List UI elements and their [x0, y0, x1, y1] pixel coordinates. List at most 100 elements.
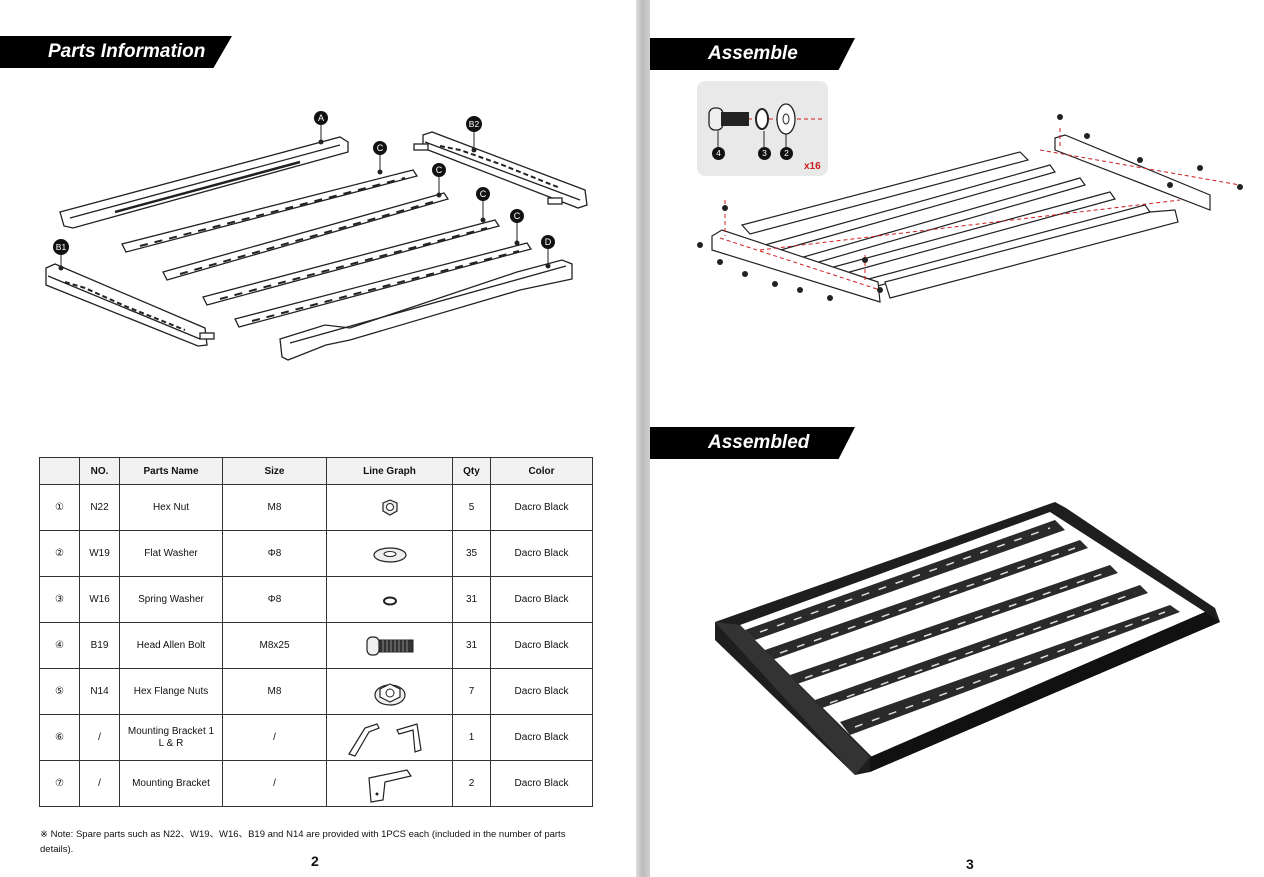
row-index: ②	[39, 530, 80, 577]
header-color: Color	[490, 457, 593, 485]
row-name: Mounting Bracket	[119, 760, 223, 807]
row-graph	[326, 622, 453, 669]
row-qty: 2	[452, 760, 491, 807]
label-c: C	[373, 141, 387, 155]
header-line-graph: Line Graph	[326, 457, 453, 485]
row-color: Dacro Black	[490, 622, 593, 669]
row-name: Hex Nut	[119, 484, 223, 531]
row-no: W16	[79, 576, 120, 623]
part-a-side-rail	[59, 136, 349, 229]
table-row: ④ B19 Head Allen Bolt M8x25 31 Dacro Bla…	[39, 622, 593, 669]
flat-washer-icon	[373, 546, 407, 563]
book-gutter	[636, 0, 650, 877]
label-a: A	[314, 111, 328, 125]
exploded-parts-diagram	[45, 124, 588, 361]
row-qty: 7	[452, 668, 491, 715]
hardware-qty: x16	[804, 161, 821, 172]
table-row: ⑤ N14 Hex Flange Nuts M8 7 Dacro Black	[39, 668, 593, 715]
hex-nut-icon	[382, 498, 398, 516]
row-size: M8	[222, 484, 327, 531]
hardware-label-4: 4	[712, 147, 725, 160]
header-size: Size	[222, 457, 327, 485]
hardware-stack-icon	[708, 103, 823, 147]
row-color: Dacro Black	[490, 530, 593, 577]
hardware-stack-box: 4 3 2 x16	[697, 81, 828, 176]
row-graph	[326, 760, 453, 807]
header-index	[39, 457, 80, 485]
label-c: C	[476, 187, 490, 201]
row-color: Dacro Black	[490, 714, 593, 761]
table-row: ③ W16 Spring Washer Φ8 31 Dacro Black	[39, 576, 593, 623]
row-name: Spring Washer	[119, 576, 223, 623]
row-graph	[326, 576, 453, 623]
row-graph	[326, 714, 453, 761]
part-d-front-bar	[279, 259, 573, 361]
row-index: ⑥	[39, 714, 80, 761]
header-parts-name: Parts Name	[119, 457, 223, 485]
row-no: B19	[79, 622, 120, 669]
row-size: /	[222, 714, 327, 761]
row-index: ③	[39, 576, 80, 623]
hardware-label-3: 3	[758, 147, 771, 160]
row-qty: 31	[452, 622, 491, 669]
assembled-banner: Assembled	[650, 427, 855, 459]
parts-information-banner: Parts Information	[0, 36, 232, 68]
hardware-label-2: 2	[780, 147, 793, 160]
table-row: ② W19 Flat Washer Φ8 35 Dacro Black	[39, 530, 593, 577]
row-color: Dacro Black	[490, 576, 593, 623]
assemble-title: Assemble	[708, 43, 798, 64]
label-b1: B1	[53, 239, 69, 255]
row-no: /	[79, 714, 120, 761]
row-size: /	[222, 760, 327, 807]
bracket-icon	[368, 768, 412, 803]
row-qty: 31	[452, 576, 491, 623]
row-no: N14	[79, 668, 120, 715]
label-c: C	[510, 209, 524, 223]
flange-nut-icon	[374, 682, 406, 706]
row-color: Dacro Black	[490, 668, 593, 715]
table-header-row: NO. Parts Name Size Line Graph Qty Color	[39, 457, 593, 485]
row-size: M8	[222, 668, 327, 715]
row-size: Φ8	[222, 530, 327, 577]
header-no: NO.	[79, 457, 120, 485]
page-number-left: 2	[311, 853, 319, 869]
row-size: M8x25	[222, 622, 327, 669]
page-number-right: 3	[966, 856, 974, 872]
row-name: Head Allen Bolt	[119, 622, 223, 669]
row-qty: 1	[452, 714, 491, 761]
row-qty: 35	[452, 530, 491, 577]
row-qty: 5	[452, 484, 491, 531]
label-b2: B2	[466, 116, 482, 132]
part-c-crossbars	[121, 169, 533, 328]
row-graph	[326, 668, 453, 715]
assemble-banner: Assemble	[650, 38, 855, 70]
table-row: ⑥ / Mounting Bracket 1 L & R / 1 Dacro B…	[39, 714, 593, 761]
parts-information-title: Parts Information	[48, 41, 206, 62]
left-page: Parts Information	[0, 36, 593, 869]
allen-bolt-icon	[366, 635, 414, 656]
row-no: W19	[79, 530, 120, 577]
spring-washer-icon	[383, 596, 397, 605]
header-qty: Qty	[452, 457, 491, 485]
row-no: /	[79, 760, 120, 807]
row-name: Hex Flange Nuts	[119, 668, 223, 715]
spare-parts-note: ※ Note: Spare parts such as N22、W19、W16、…	[40, 829, 566, 855]
row-index: ⑦	[39, 760, 80, 807]
assembly-diagram	[697, 114, 1243, 303]
table-row: ① N22 Hex Nut M8 5 Dacro Black	[39, 484, 593, 531]
row-name: Flat Washer	[119, 530, 223, 577]
row-color: Dacro Black	[490, 484, 593, 531]
right-page: Assemble 4 3 2 x16	[650, 0, 1264, 877]
row-index: ④	[39, 622, 80, 669]
row-size: Φ8	[222, 576, 327, 623]
row-index: ①	[39, 484, 80, 531]
part-b1-end-frame	[45, 263, 215, 347]
row-index: ⑤	[39, 668, 80, 715]
table-row: ⑦ / Mounting Bracket / 2 Dacro Black	[39, 760, 593, 807]
assembled-rack-image	[715, 502, 1220, 775]
row-name: Mounting Bracket 1 L & R	[119, 714, 223, 761]
label-c: C	[432, 163, 446, 177]
label-d: D	[541, 235, 555, 249]
bracket-pair-icon	[348, 722, 422, 757]
row-graph	[326, 484, 453, 531]
